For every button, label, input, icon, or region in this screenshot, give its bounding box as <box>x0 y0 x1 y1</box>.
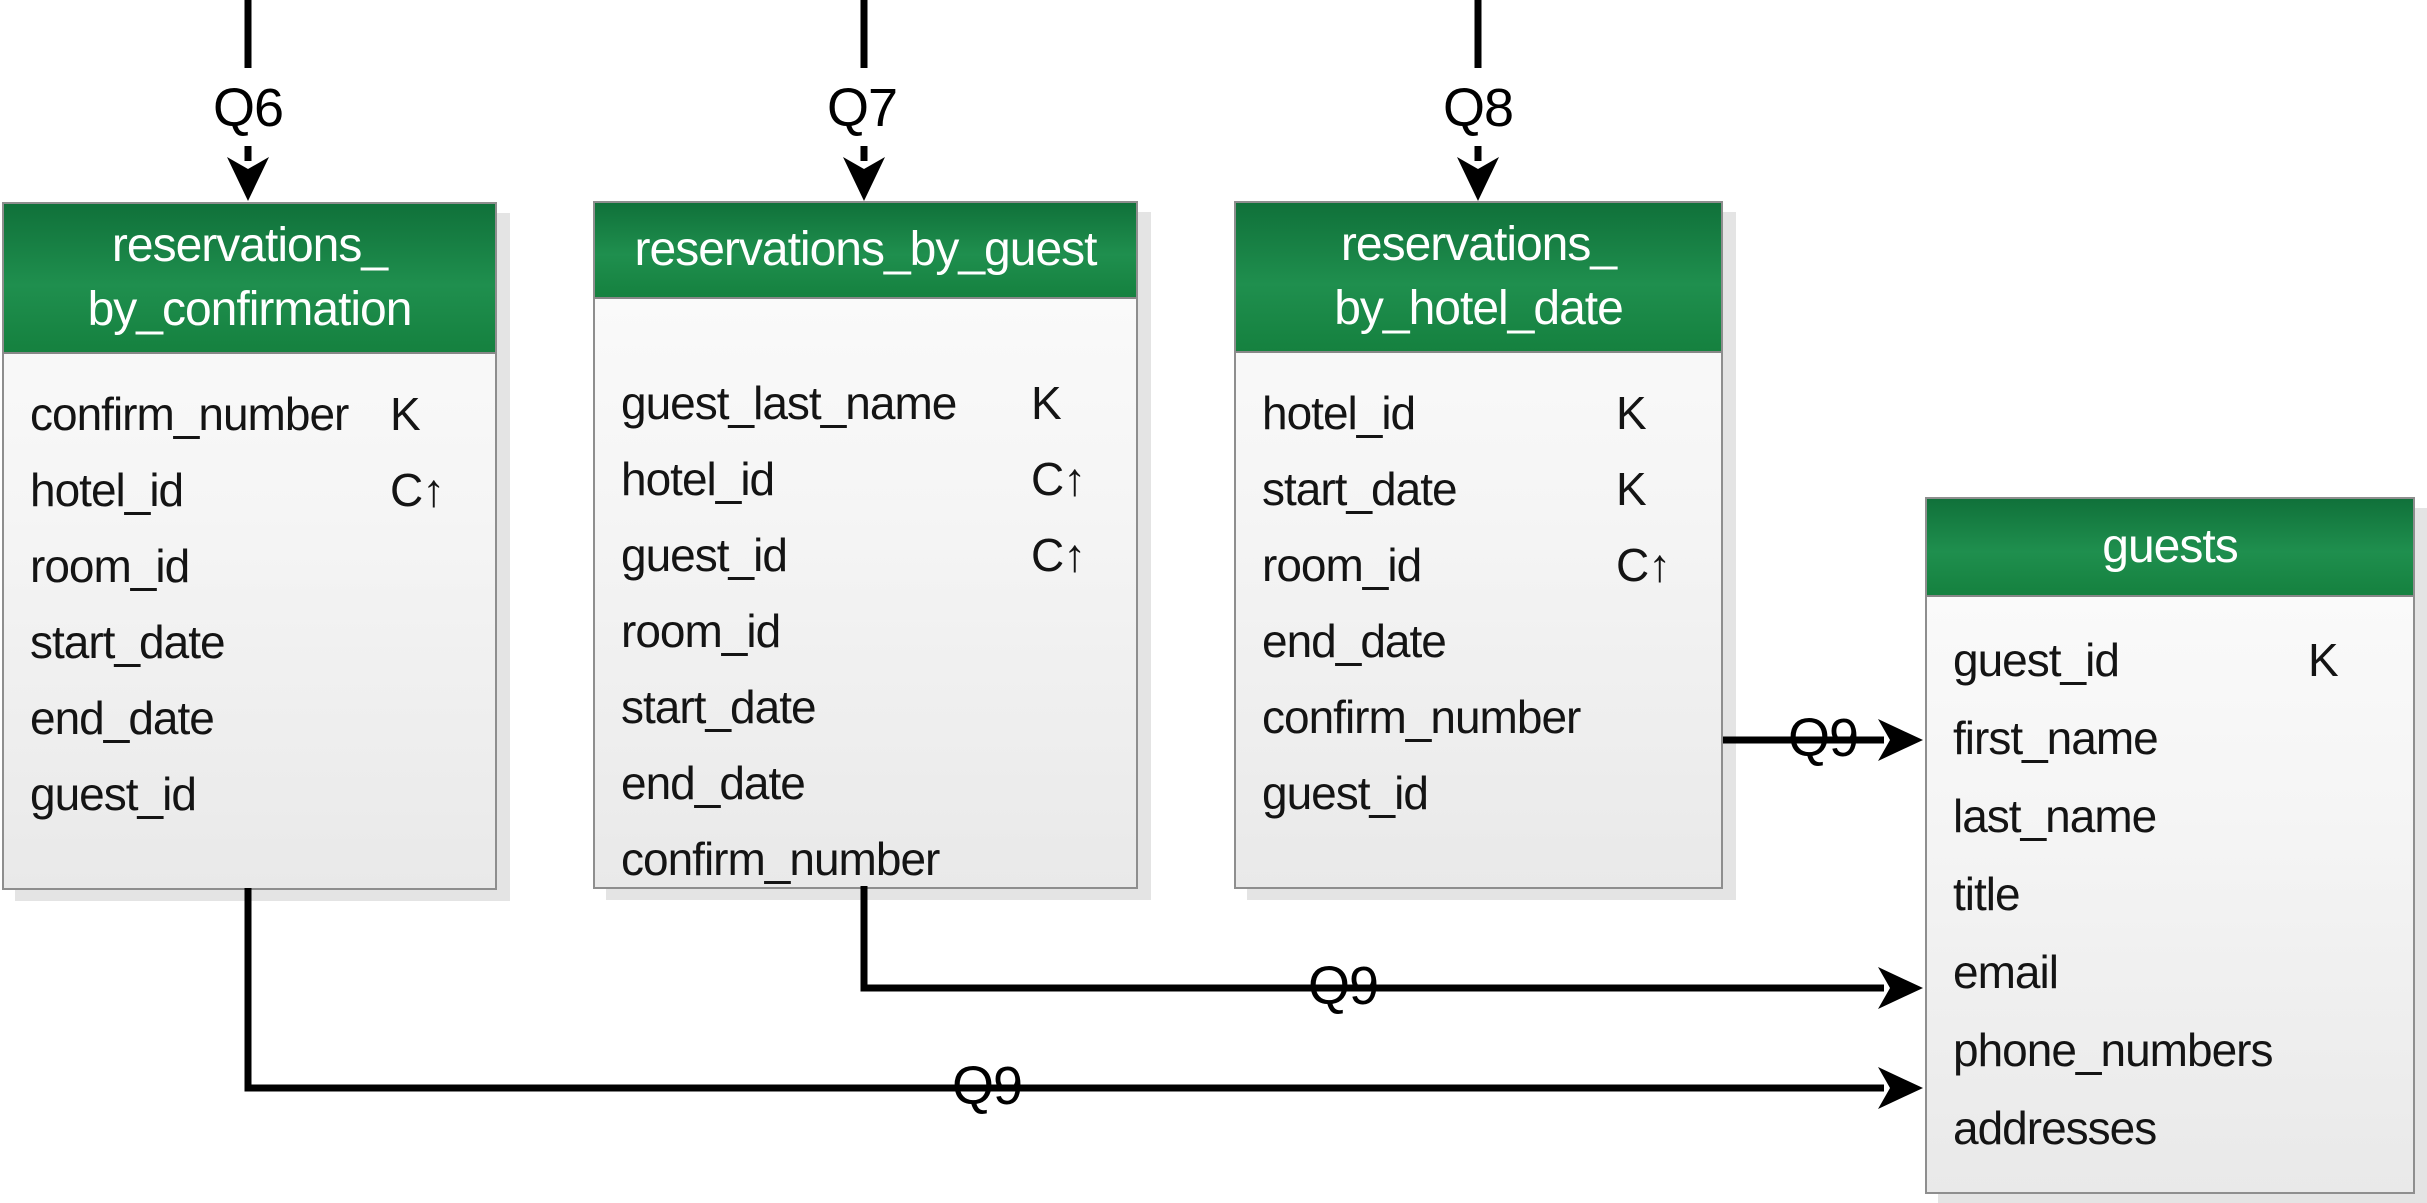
query-label-q8: Q8 <box>1442 78 1514 138</box>
field-row: confirm_number <box>595 821 1136 887</box>
field-row: room_id <box>4 528 495 604</box>
field-row: first_name <box>1927 699 2413 777</box>
field-key: K <box>1616 463 1647 515</box>
q7-arrowhead <box>843 157 885 201</box>
field-row: hotel_id K <box>1236 375 1721 451</box>
field-row: end_date <box>4 680 495 756</box>
field-name: room_id <box>1262 539 1422 591</box>
table-guests: guests guest_id K first_name last_name ti… <box>1925 497 2415 1194</box>
field-row: phone_numbers <box>1927 1011 2413 1089</box>
query-label-q7: Q7 <box>826 78 898 138</box>
field-name: confirm_number <box>30 388 349 440</box>
field-row: confirm_number <box>1236 679 1721 755</box>
query-label-q6: Q6 <box>212 78 284 138</box>
q9-hotel-date-arrowhead <box>1878 719 1923 761</box>
field-name: room_id <box>30 540 190 592</box>
q9-confirmation-arrowhead <box>1878 1067 1923 1109</box>
field-key: C↑ <box>390 464 445 516</box>
field-row: end_date <box>595 745 1136 821</box>
field-row: guest_id <box>4 756 495 832</box>
field-key: K <box>390 388 421 440</box>
table-header: reservations_by_guest <box>595 203 1136 299</box>
field-name: guest_id <box>30 768 197 820</box>
field-name: end_date <box>621 757 806 809</box>
field-key: K <box>1031 377 1062 429</box>
field-row: last_name <box>1927 777 2413 855</box>
field-row: room_id <box>595 593 1136 669</box>
table-name: reservations_ by_hotel_date <box>1334 218 1624 335</box>
q9-guest-line <box>860 886 1884 992</box>
query-label-q9-hotel-date: Q9 <box>1787 708 1859 768</box>
field-row: start_date <box>4 604 495 680</box>
field-key: C↑ <box>1031 529 1086 581</box>
query-label-q9-guest: Q9 <box>1307 956 1379 1016</box>
field-name: start_date <box>1262 463 1458 515</box>
field-name: email <box>1953 946 2059 998</box>
field-name: addresses <box>1953 1102 2157 1154</box>
field-name: guest_id <box>1262 767 1429 819</box>
field-name: room_id <box>621 605 781 657</box>
table-name: guests <box>2102 520 2238 573</box>
field-name: end_date <box>30 692 215 744</box>
field-name: guest_last_name <box>621 377 957 429</box>
table-reservations-by-confirmation: reservations_ by_confirmation confirm_nu… <box>2 202 497 890</box>
field-row: confirm_number K <box>4 376 495 452</box>
table-header: guests <box>1927 499 2413 597</box>
field-row: addresses <box>1927 1089 2413 1167</box>
q9-confirmation-line <box>244 888 1884 1092</box>
field-name: hotel_id <box>621 453 775 505</box>
field-name: confirm_number <box>621 833 940 885</box>
field-row: title <box>1927 855 2413 933</box>
q6-arrowhead <box>227 157 269 201</box>
field-key: C↑ <box>1616 539 1671 591</box>
field-name: start_date <box>30 616 226 668</box>
field-row: end_date <box>1236 603 1721 679</box>
field-row: guest_id C↑ <box>595 517 1136 593</box>
field-name: confirm_number <box>1262 691 1581 743</box>
field-name: hotel_id <box>30 464 184 516</box>
field-row: guest_id <box>1236 755 1721 831</box>
field-row: start_date K <box>1236 451 1721 527</box>
field-name: guest_id <box>1953 634 2120 686</box>
field-name: guest_id <box>621 529 788 581</box>
field-key: K <box>1616 387 1647 439</box>
field-key: C↑ <box>1031 453 1086 505</box>
field-name: first_name <box>1953 712 2159 764</box>
field-name: hotel_id <box>1262 387 1416 439</box>
field-row: guest_id K <box>1927 621 2413 699</box>
table-name: reservations_ by_confirmation <box>87 219 413 336</box>
field-row: guest_last_name K <box>595 365 1136 441</box>
table-fields: confirm_number K hotel_id C↑ room_id start… <box>4 354 495 832</box>
field-name: last_name <box>1953 790 2157 842</box>
q9-guest-arrowhead <box>1878 967 1923 1009</box>
table-header: reservations_ by_confirmation <box>4 204 495 354</box>
field-key: K <box>2308 634 2339 686</box>
table-header: reservations_ by_hotel_date <box>1236 203 1721 353</box>
table-reservations-by-guest: reservations_by_guest guest_last_name K h… <box>593 201 1138 889</box>
field-row: hotel_id C↑ <box>595 441 1136 517</box>
field-row: room_id C↑ <box>1236 527 1721 603</box>
field-name: phone_numbers <box>1953 1024 2273 1076</box>
q8-arrowhead <box>1457 157 1499 201</box>
field-row: start_date <box>595 669 1136 745</box>
field-name: title <box>1953 868 2021 920</box>
field-name: start_date <box>621 681 817 733</box>
field-name: end_date <box>1262 615 1447 667</box>
table-fields: guest_id K first_name last_name title ema… <box>1927 597 2413 1167</box>
table-name: reservations_by_guest <box>634 223 1098 276</box>
field-row: email <box>1927 933 2413 1011</box>
query-label-q9-confirmation: Q9 <box>951 1056 1023 1116</box>
field-row: hotel_id C↑ <box>4 452 495 528</box>
